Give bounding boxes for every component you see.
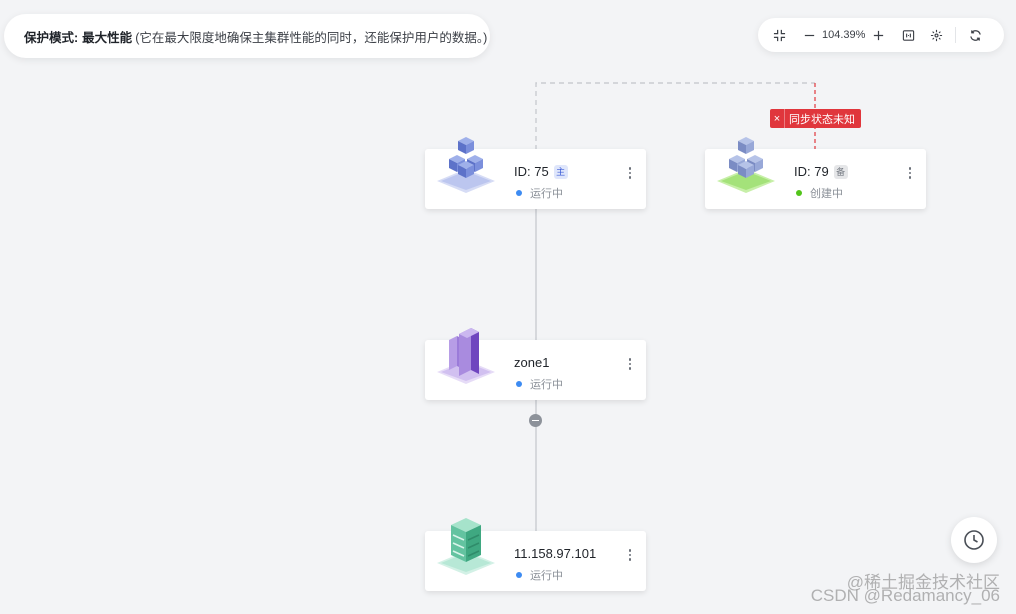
status-dot bbox=[516, 381, 522, 387]
error-x-icon: × bbox=[770, 109, 785, 128]
more-menu-button[interactable] bbox=[624, 354, 636, 374]
server-address: 11.158.97.101 bbox=[514, 546, 597, 561]
status-text: 创建中 bbox=[810, 188, 843, 200]
status-text: 运行中 bbox=[530, 379, 563, 391]
fit-view-button[interactable] bbox=[897, 24, 919, 46]
more-menu-button[interactable] bbox=[624, 545, 636, 565]
center-focus-icon bbox=[930, 29, 943, 41]
zoom-in-button[interactable] bbox=[867, 24, 889, 46]
cluster-cubes-icon bbox=[437, 137, 495, 193]
primary-badge: 主 bbox=[553, 164, 568, 179]
fullscreen-icon bbox=[773, 29, 785, 41]
minus-icon bbox=[532, 419, 539, 422]
sync-status-tag: × 同步状态未知 bbox=[770, 109, 861, 128]
standby-badge: 备 bbox=[833, 164, 848, 179]
status-dot bbox=[796, 190, 802, 196]
status-text: 运行中 bbox=[530, 188, 563, 200]
refresh-icon bbox=[970, 29, 981, 41]
zoom-out-button[interactable] bbox=[798, 24, 820, 46]
cluster-id: ID: 79 bbox=[794, 164, 829, 179]
node-title: zone1 bbox=[514, 355, 549, 370]
node-standby-cluster[interactable]: ID: 79 备 创建中 bbox=[705, 137, 926, 209]
protection-mode-description: (它在最大限度地确保主集群性能的同时，还能保护用户的数据。) bbox=[135, 30, 488, 45]
edge-dashed-link bbox=[535, 82, 815, 150]
node-status: 创建中 bbox=[796, 185, 843, 201]
plus-icon bbox=[873, 30, 884, 40]
node-status: 运行中 bbox=[516, 567, 563, 583]
refresh-button[interactable] bbox=[964, 24, 986, 46]
node-primary-cluster[interactable]: ID: 75 主 运行中 bbox=[425, 137, 646, 209]
zoom-level: 104.39% bbox=[822, 29, 866, 41]
zoom-control: 104.39% bbox=[798, 24, 889, 46]
server-rack-icon bbox=[437, 518, 495, 575]
status-text: 运行中 bbox=[530, 570, 563, 582]
node-server[interactable]: 11.158.97.101 运行中 bbox=[425, 518, 646, 591]
watermark-line-1: @稀土掘金技术社区 bbox=[846, 573, 1000, 592]
fullscreen-button[interactable] bbox=[768, 24, 790, 46]
cluster-id: ID: 75 bbox=[514, 164, 549, 179]
fit-view-icon bbox=[902, 29, 915, 41]
canvas-toolbar: 104.39% bbox=[758, 18, 1004, 52]
center-focus-button[interactable] bbox=[925, 24, 947, 46]
more-menu-button[interactable] bbox=[904, 163, 916, 183]
status-dot bbox=[516, 190, 522, 196]
watermark-line-2: CSDN @Redamancy_06 bbox=[810, 586, 1000, 605]
history-button[interactable] bbox=[951, 517, 997, 563]
more-menu-button[interactable] bbox=[624, 163, 636, 183]
node-zone[interactable]: zone1 运行中 bbox=[425, 328, 646, 400]
node-title: ID: 79 备 bbox=[794, 164, 848, 179]
sync-status-text: 同步状态未知 bbox=[789, 113, 855, 126]
protection-mode-value: 最大性能 bbox=[82, 30, 133, 45]
node-title: 11.158.97.101 bbox=[514, 546, 596, 561]
toolbar-divider bbox=[955, 27, 957, 43]
zone-buildings-icon bbox=[437, 328, 495, 384]
clock-icon bbox=[964, 530, 984, 550]
minus-icon bbox=[804, 34, 814, 36]
protection-mode-label: 保护模式: bbox=[24, 30, 79, 45]
collapse-toggle-button[interactable] bbox=[529, 414, 542, 427]
protection-mode-bar: 保护模式: 最大性能 (它在最大限度地确保主集群性能的同时，还能保护用户的数据。… bbox=[4, 14, 490, 58]
cluster-cubes-green-icon bbox=[717, 137, 775, 193]
node-status: 运行中 bbox=[516, 185, 563, 201]
zone-name: zone1 bbox=[514, 355, 550, 370]
status-dot bbox=[516, 572, 522, 578]
watermark: @稀土掘金技术社区 CSDN @Redamancy_06 bbox=[811, 574, 1000, 604]
node-status: 运行中 bbox=[516, 376, 563, 392]
node-title: ID: 75 主 bbox=[514, 164, 568, 179]
